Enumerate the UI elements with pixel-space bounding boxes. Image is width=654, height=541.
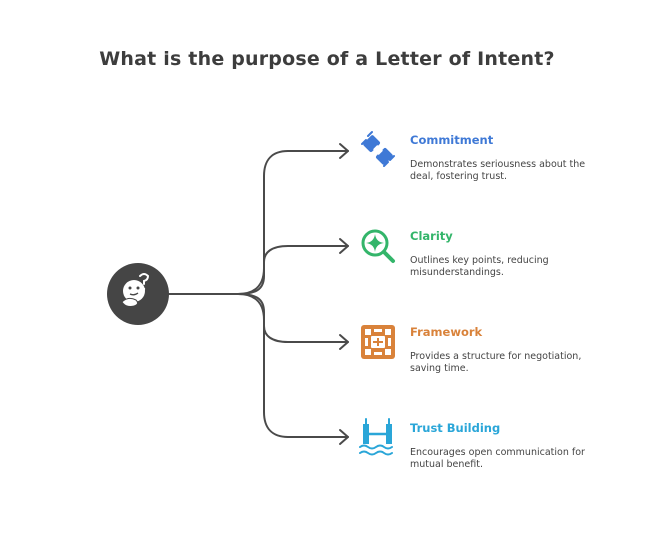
item-label: Framework bbox=[410, 325, 483, 339]
item-description: Encourages open communication for mutual… bbox=[410, 447, 585, 470]
item-description: Outlines key points, reducing misunderst… bbox=[410, 255, 549, 278]
item-label: Clarity bbox=[410, 229, 453, 243]
bridge-icon bbox=[359, 418, 393, 456]
item-description: Demonstrates seriousness about the deal,… bbox=[410, 159, 586, 182]
item-framework: Framework Provides a structure for negot… bbox=[410, 325, 610, 375]
connector-commitment bbox=[237, 150, 349, 295]
diagram-title: What is the purpose of a Letter of Inten… bbox=[99, 48, 555, 70]
thinking-face-icon bbox=[107, 263, 169, 325]
item-commitment: Commitment Demonstrates seriousness abou… bbox=[410, 133, 610, 183]
handshake-icon bbox=[361, 131, 395, 167]
structure-grid-icon bbox=[361, 325, 395, 359]
item-trust-building: Trust Building Encourages open communica… bbox=[410, 421, 610, 471]
connector-clarity bbox=[237, 245, 349, 295]
magnifier-sparkle-icon bbox=[361, 229, 395, 263]
connector-trust-building bbox=[237, 293, 349, 438]
item-clarity: Clarity Outlines key points, reducing mi… bbox=[410, 229, 610, 279]
item-label: Trust Building bbox=[410, 421, 501, 435]
connector-framework bbox=[237, 293, 349, 343]
item-label: Commitment bbox=[410, 133, 494, 147]
item-description: Provides a structure for negotiation, sa… bbox=[410, 351, 582, 374]
